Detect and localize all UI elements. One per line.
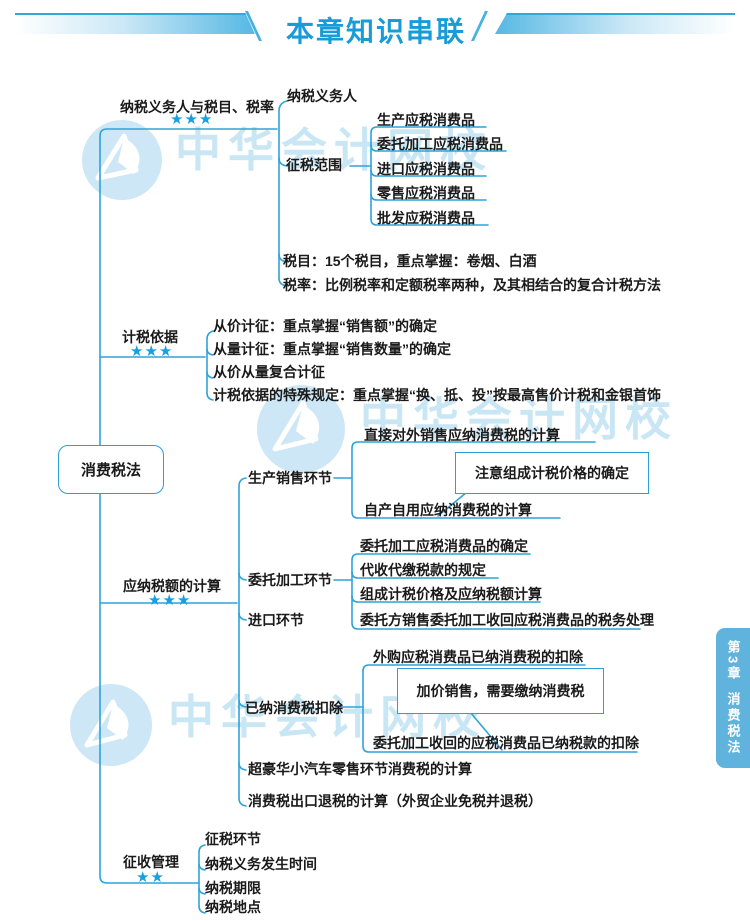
node-composite-price-calc: 组成计税价格及应纳税额计算 xyxy=(360,586,542,602)
node-produce-taxable-goods: 生产应税消费品 xyxy=(377,112,475,128)
branch-tax-payable-calc: 应纳税额的计算 xyxy=(123,578,221,594)
node-obligation-time: 纳税义务发生时间 xyxy=(205,856,317,872)
node-commissioned-processing-goods: 委托加工应税消费品 xyxy=(377,136,503,152)
node-production-sales-stage: 生产销售环节 xyxy=(248,470,332,486)
importance-stars: ★★★ xyxy=(170,111,214,128)
note-composite-price: 注意组成计税价格的确定 xyxy=(455,452,649,494)
branch-collection-admin: 征收管理 xyxy=(123,854,179,870)
node-commissioned-processing-stage: 委托加工环节 xyxy=(248,572,332,588)
chapter-number: 第3章 xyxy=(725,639,741,683)
node-export-rebate-calc: 消费税出口退税的计算（外贸企业免税并退税） xyxy=(248,793,542,809)
node-self-use-calc: 自产自用应纳消费税的计算 xyxy=(364,502,532,518)
accounting-school-logo-icon xyxy=(82,120,162,200)
banner-right-decoration xyxy=(495,13,735,34)
watermark-text: 中华会计网校 xyxy=(360,393,678,445)
node-direct-sales-calc: 直接对外销售应纳消费税的计算 xyxy=(364,427,560,443)
page-title: 本章知识串联 xyxy=(285,16,466,47)
banner-left-decoration xyxy=(15,13,255,34)
node-purchased-goods-deduction: 外购应税消费品已纳消费税的扣除 xyxy=(373,649,583,665)
node-retail-goods: 零售应税消费品 xyxy=(377,185,475,201)
chapter-side-tab: 第3章 消费税法 xyxy=(716,628,750,768)
node-imported-goods: 进口应税消费品 xyxy=(377,161,475,177)
node-tax-items: 税目：15个税目，重点掌握：卷烟、白酒 xyxy=(283,253,537,269)
node-import-stage: 进口环节 xyxy=(248,612,304,628)
node-tax-period: 纳税期限 xyxy=(205,880,261,896)
branch-taxpayer-items-rates: 纳税义务人与税目、税率 xyxy=(120,99,274,115)
node-withholding-rules: 代收代缴税款的规定 xyxy=(360,562,486,578)
node-paid-tax-deduction: 已纳消费税扣除 xyxy=(245,700,343,716)
accounting-school-logo-icon xyxy=(257,385,345,473)
node-cp-recovered-deduction: 委托加工收回的应税消费品已纳税款的扣除 xyxy=(373,735,639,751)
node-taxpayer: 纳税义务人 xyxy=(287,88,357,104)
node-taxing-stage: 征税环节 xyxy=(205,831,261,847)
node-specific-duty: 从量计征：重点掌握“销售数量”的确定 xyxy=(213,341,451,357)
branch-tax-basis: 计税依据 xyxy=(122,329,178,345)
node-tax-place: 纳税地点 xyxy=(205,899,261,915)
node-wholesale-goods: 批发应税消费品 xyxy=(377,210,475,226)
node-tax-rates: 税率：比例税率和定额税率两种，及其相结合的复合计税方法 xyxy=(283,277,661,293)
watermark-top: 中华会计网校 xyxy=(78,116,486,211)
note-markup-sales: 加价销售，需要缴纳消费税 xyxy=(397,668,604,714)
node-compound-levy: 从价从量复合计征 xyxy=(213,364,325,380)
chapter-name: 消费税法 xyxy=(725,692,741,757)
watermark-text: 中华会计网校 xyxy=(175,124,493,176)
node-luxury-car-retail-calc: 超豪华小汽车零售环节消费税的计算 xyxy=(248,761,472,777)
importance-stars: ★★★ xyxy=(148,592,192,609)
node-cp-goods-determination: 委托加工应税消费品的确定 xyxy=(360,538,528,554)
node-tax-scope: 征税范围 xyxy=(286,157,342,173)
importance-stars: ★★ xyxy=(136,869,165,886)
node-ad-valorem: 从价计征：重点掌握“销售额”的确定 xyxy=(213,318,437,334)
importance-stars: ★★★ xyxy=(130,343,174,360)
watermark-middle: 中华会计网校 xyxy=(255,383,671,480)
node-entrustor-sales-treatment: 委托方销售委托加工收回应税消费品的税务处理 xyxy=(360,612,654,628)
node-special-rules: 计税依据的特殊规定：重点掌握“换、抵、投”按最高售价计税和金银首饰 xyxy=(213,387,661,403)
root-node: 消费税法 xyxy=(58,445,164,494)
